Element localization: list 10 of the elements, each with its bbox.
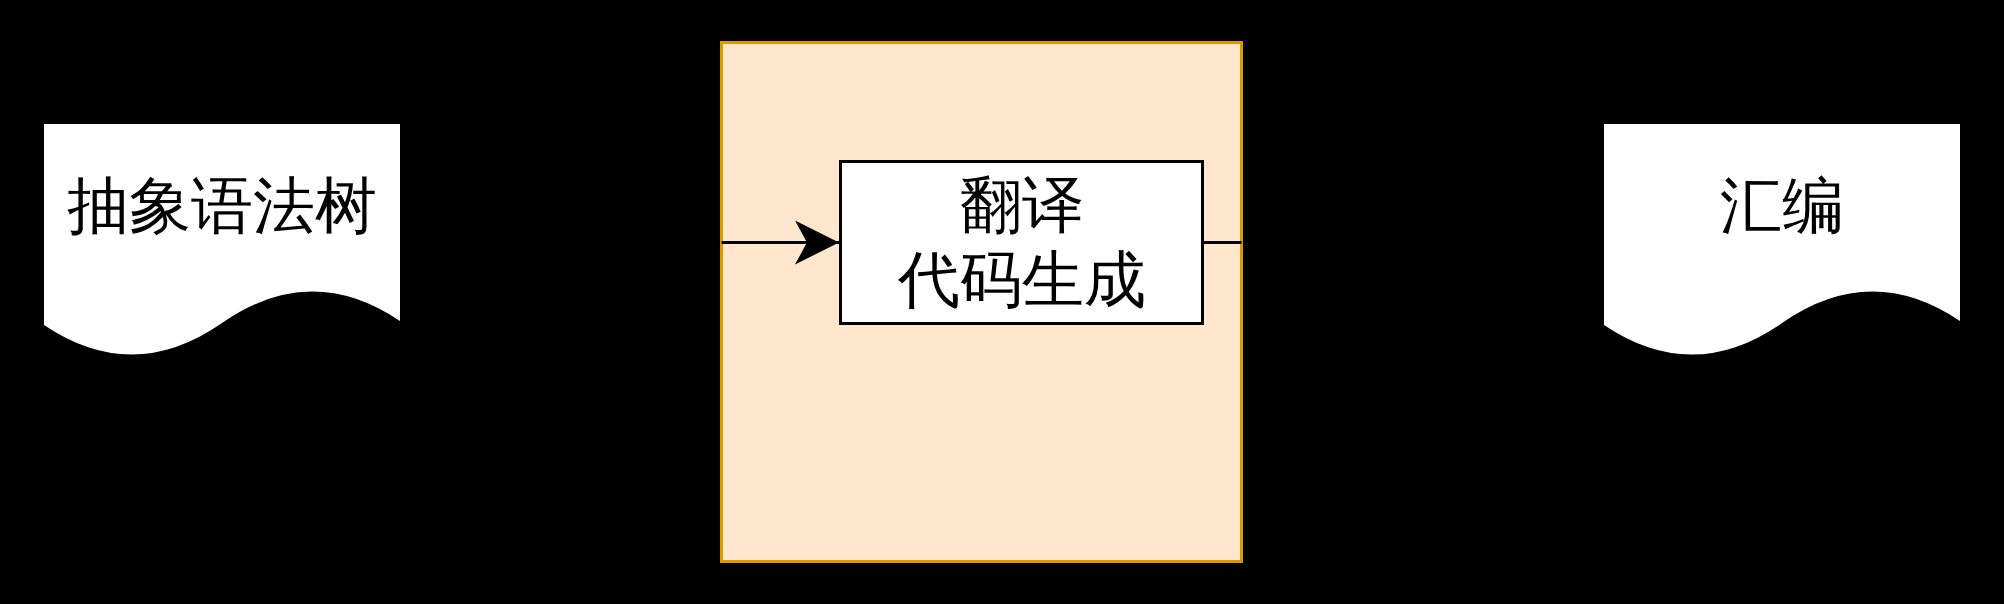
node-label: 汇编 [1720, 168, 1844, 244]
connector-line [1204, 241, 1242, 244]
group-panel [720, 41, 1243, 563]
arrow [721, 220, 839, 265]
node-label: 翻译 [959, 168, 1084, 243]
node-label: 代码生成 [897, 242, 1146, 317]
document-shape [1604, 124, 1960, 356]
document-shape [44, 124, 400, 356]
node-label: 抽象语法树 [67, 168, 377, 244]
process-box [839, 160, 1204, 325]
